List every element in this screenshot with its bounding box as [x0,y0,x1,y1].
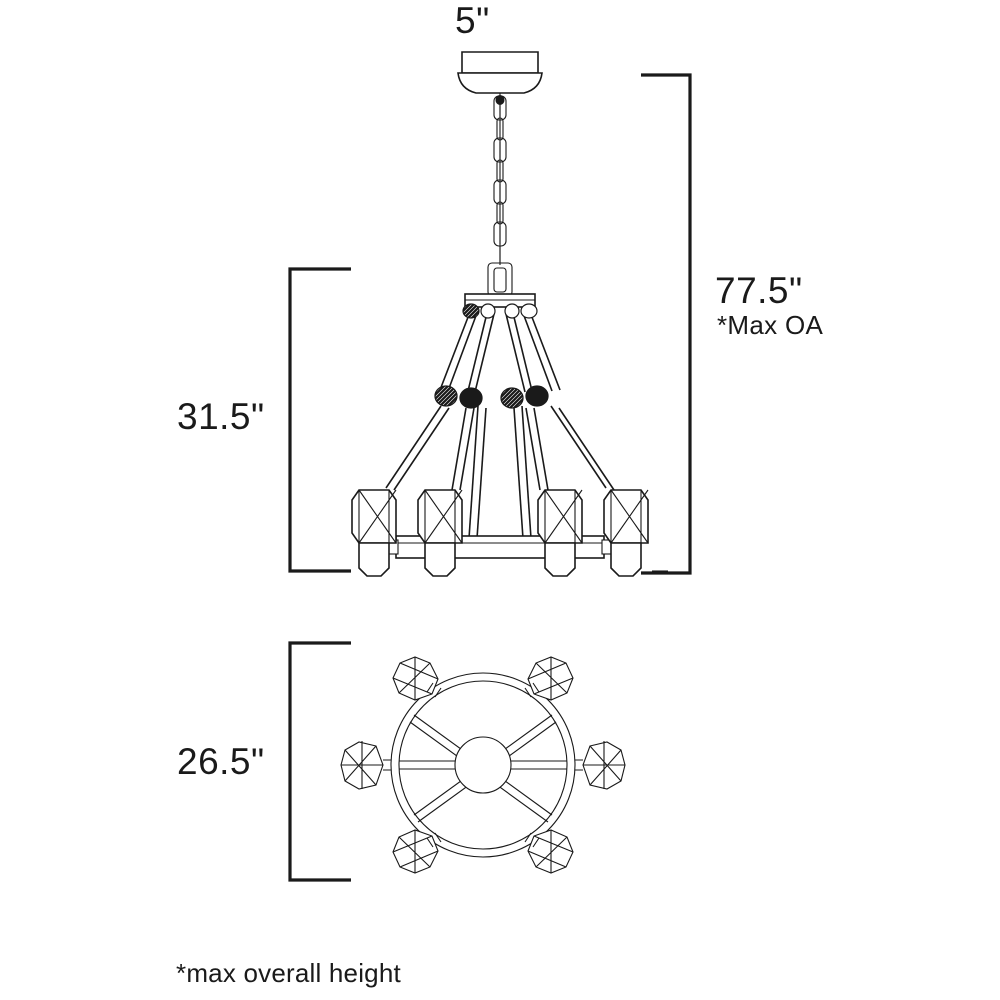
faceted-shade [603,489,649,577]
dimension-label-max-overall-height: 77.5" *Max OA [715,272,823,338]
footnote-max-overall-height: *max overall height [176,958,401,988]
horizontal-support-rod [370,535,630,559]
faceted-shade [537,489,583,577]
plan-view [340,656,626,874]
faceted-shade-plan [340,656,626,874]
mid-knuckle-joints [434,385,549,409]
ceiling-canopy [457,51,543,94]
dimension-bracket-fixture-width [288,641,351,882]
lower-arm-set [385,405,615,554]
center-top-plate [464,293,536,308]
dimension-bracket-fixture-height [288,267,351,573]
upper-knuckle-joints [462,303,538,319]
dimension-label-fixture-width: 26.5" [177,741,265,782]
max-oa-value: 77.5" [715,270,803,311]
dimension-bracket-max-overall-height [641,73,692,575]
max-oa-note: *Max OA [717,309,824,340]
center-hub [454,736,512,794]
faceted-shade [351,489,397,577]
faceted-shade [417,489,463,577]
dimension-label-canopy-width: 5" [455,0,490,41]
upper-arm-set [439,311,561,393]
shade-connectors [383,682,583,848]
stem-loop [487,246,513,297]
dimension-label-fixture-height: 31.5" [177,396,265,437]
elevation-view [351,51,649,577]
chain [493,93,507,268]
